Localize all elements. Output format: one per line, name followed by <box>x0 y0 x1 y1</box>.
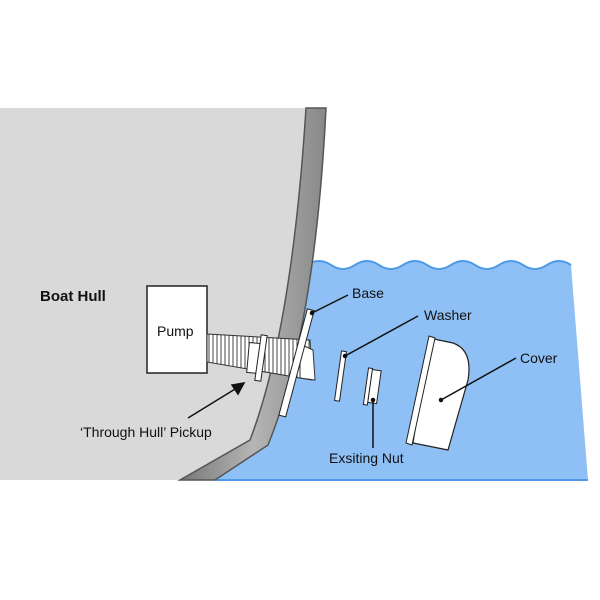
pipe-flare <box>299 343 316 381</box>
washer-label: Washer <box>424 307 472 323</box>
pump-label: Pump <box>157 323 194 339</box>
pump-box <box>146 285 208 374</box>
existing-nut-flange <box>362 367 374 406</box>
pickup-label: ‘Through Hull’ Pickup <box>80 424 212 440</box>
base-plate <box>278 308 315 418</box>
boat-hull-label: Boat Hull <box>40 288 106 305</box>
inner-washer <box>254 334 268 382</box>
existing-nut-label: Exsiting Nut <box>329 450 404 466</box>
hull-wall <box>177 107 327 481</box>
water-surface <box>306 260 572 270</box>
cover-rim <box>405 335 436 446</box>
base-label: Base <box>352 285 384 301</box>
washer-part <box>333 350 348 402</box>
cover-label: Cover <box>520 350 558 366</box>
